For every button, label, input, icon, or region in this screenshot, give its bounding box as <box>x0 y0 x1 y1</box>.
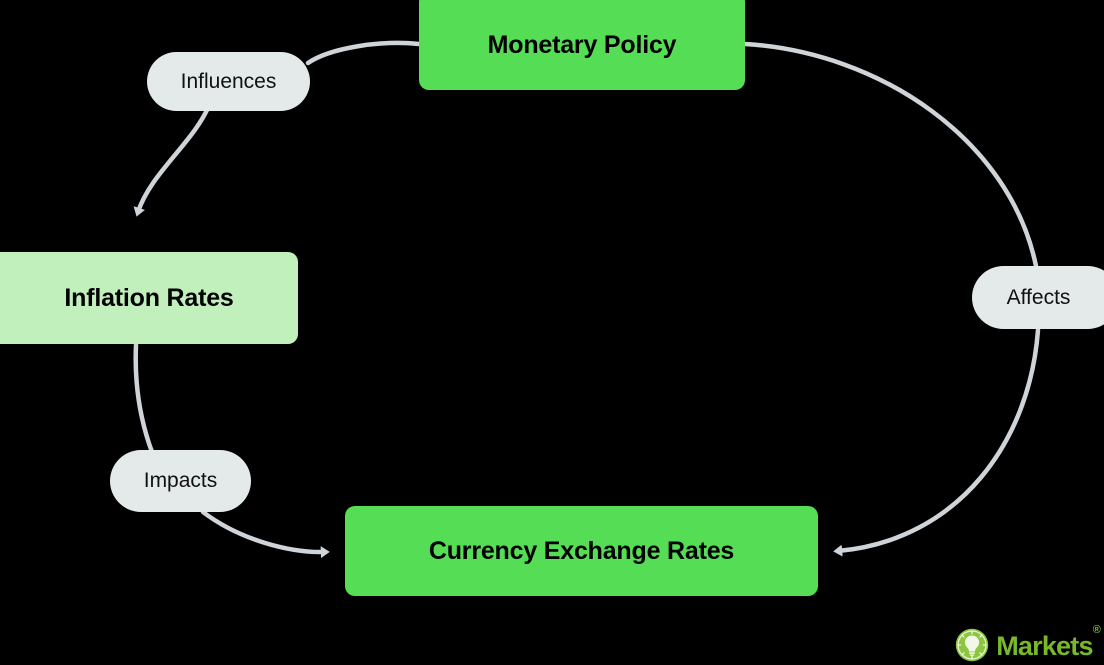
edge-monetary-to-influences <box>305 40 422 66</box>
edge-label-affects-text: Affects <box>1006 285 1071 309</box>
edge-label-influences-text: Influences <box>180 69 277 93</box>
edge-label-impacts-text: Impacts <box>143 469 218 492</box>
edge-label-impacts[interactable]: Impacts <box>110 450 251 512</box>
lightbulb-badge-icon <box>956 628 989 662</box>
node-monetary-policy-label: Monetary Policy <box>487 30 677 59</box>
edge-label-influences[interactable]: Influences <box>147 52 310 111</box>
edge-inflation-to-impacts <box>133 342 155 455</box>
node-currency-exchange-rates-label: Currency Exchange Rates <box>428 536 735 565</box>
node-inflation-rates[interactable]: Inflation Rates <box>0 252 298 344</box>
edge-influences-to-inflation <box>133 107 210 217</box>
edge-label-affects[interactable]: Affects <box>972 266 1104 329</box>
edge-impacts-to-currency <box>200 509 330 559</box>
node-monetary-policy[interactable]: Monetary Policy <box>419 0 745 90</box>
node-inflation-rates-label: Inflation Rates <box>64 283 234 312</box>
node-currency-exchange-rates[interactable]: Currency Exchange Rates <box>345 506 818 596</box>
brand-wordmark: Markets® <box>996 624 1101 661</box>
brand-wordmark-text: Markets <box>996 630 1093 661</box>
edge-affects-to-currency <box>833 327 1041 557</box>
brand-logo: Markets® <box>954 624 1101 663</box>
brand-trademark-symbol: ® <box>1092 623 1101 636</box>
edge-monetary-to-affects <box>742 41 1039 269</box>
